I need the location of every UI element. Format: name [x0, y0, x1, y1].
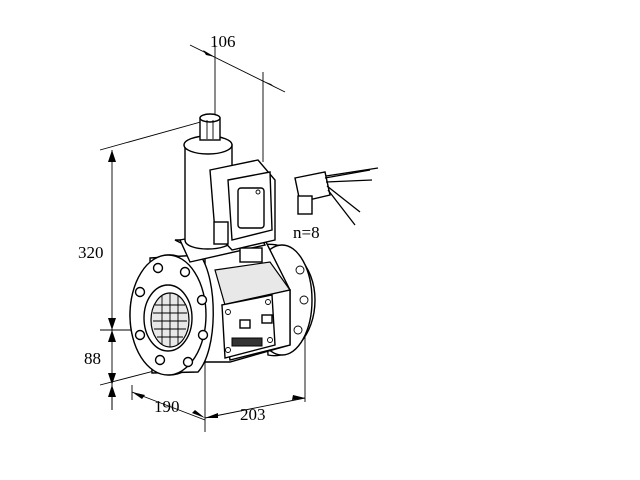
cable-connector	[294, 167, 379, 226]
valve-illustration	[129, 113, 379, 376]
mesh-screen	[153, 293, 187, 347]
dim-height-lower-label: 88	[84, 349, 101, 368]
dim-top-width-label: 106	[210, 32, 236, 51]
bolt-holes-label: n=8	[293, 223, 320, 242]
dim-length-label: 203	[240, 405, 266, 424]
dim-height-total-label: 320	[78, 243, 104, 262]
dim-depth-label: 190	[154, 397, 180, 416]
